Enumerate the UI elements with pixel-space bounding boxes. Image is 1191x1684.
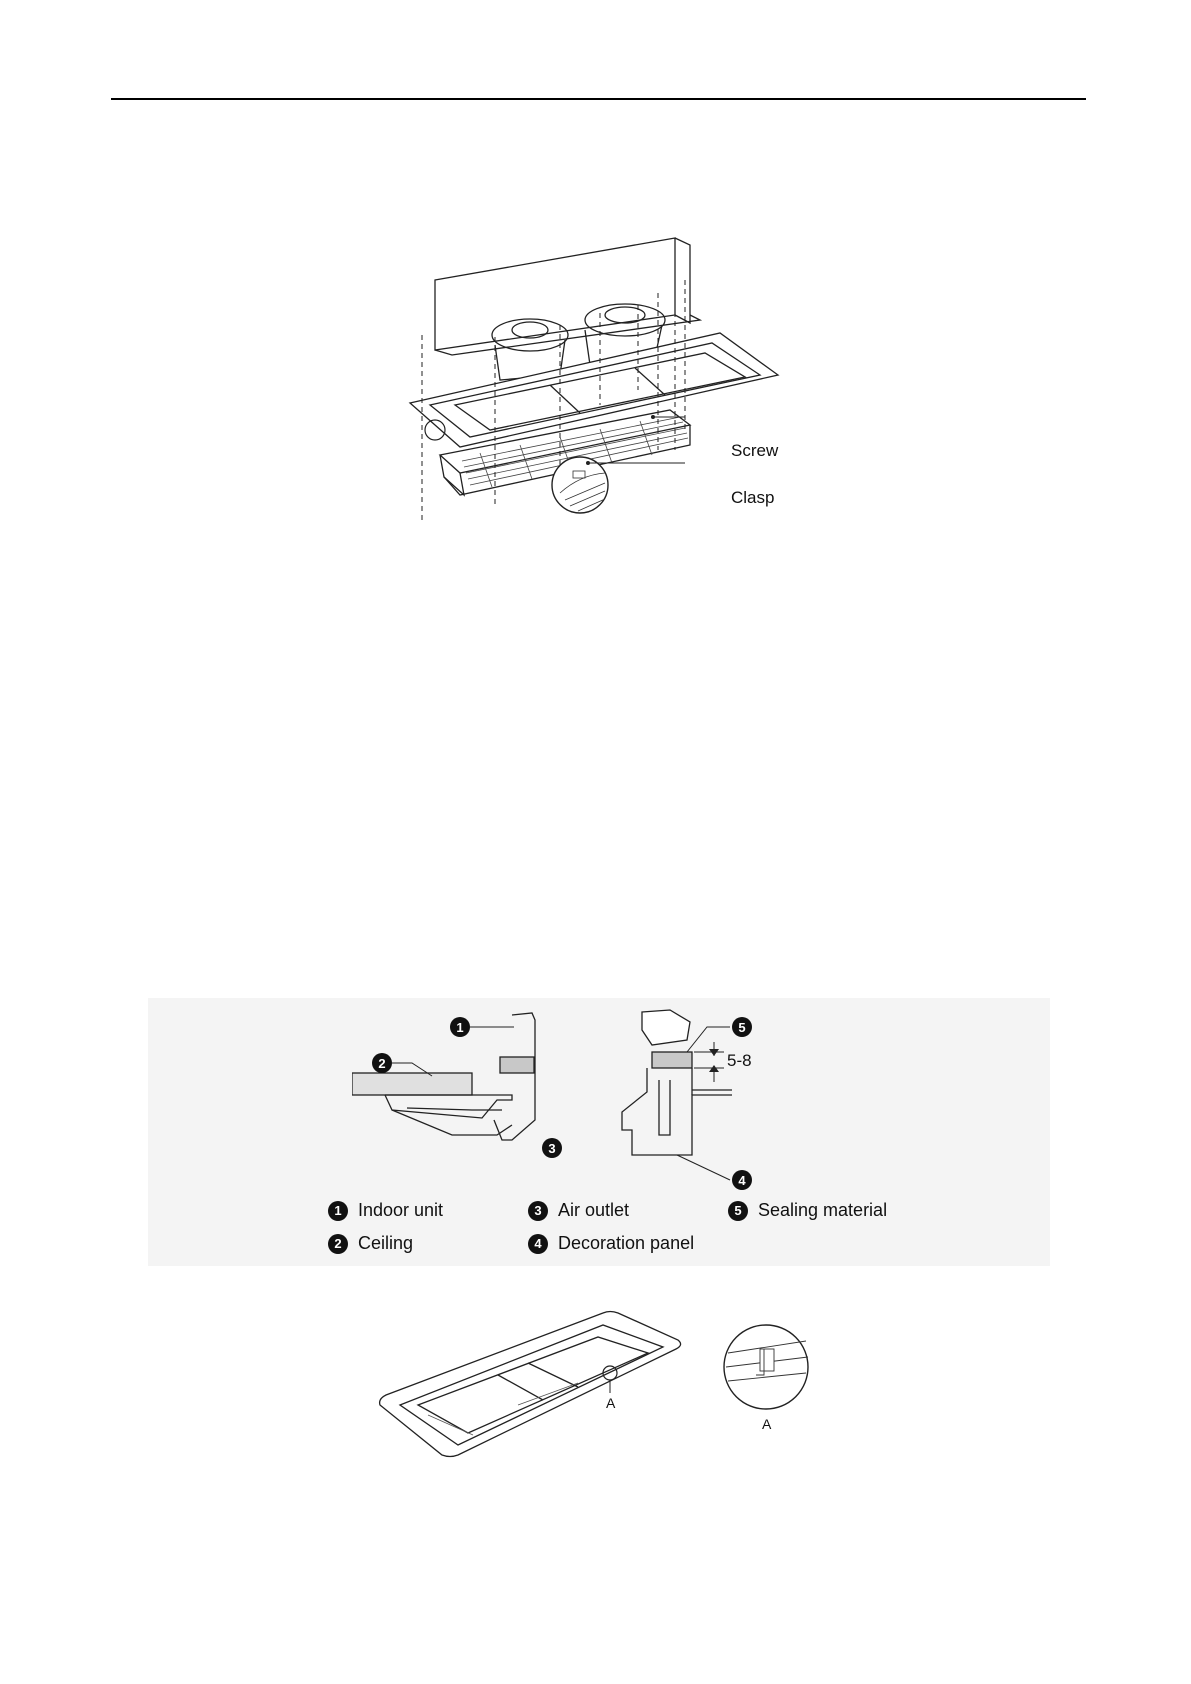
legend-item-ceiling: 2 Ceiling (328, 1233, 413, 1254)
legend-number-3: 3 (528, 1201, 548, 1221)
callout-1-marker: 1 (450, 1017, 470, 1037)
legend-number-1: 1 (328, 1201, 348, 1221)
panel-detail-illustration: A A (378, 1305, 818, 1465)
clasp-label: Clasp (731, 488, 774, 507)
callout-1-number: 1 (456, 1020, 463, 1035)
header-rule (111, 98, 1086, 100)
callout-2-marker: 2 (372, 1053, 392, 1073)
callout-3-number: 3 (548, 1141, 555, 1156)
legend-item-air-outlet: 3 Air outlet (528, 1200, 629, 1221)
panel-installation-figure: Screw Clasp (400, 225, 820, 560)
callout-2-number: 2 (378, 1056, 385, 1071)
legend-label-ceiling: Ceiling (358, 1233, 413, 1254)
legend-label-sealing-material: Sealing material (758, 1200, 887, 1221)
callout-3-marker: 3 (542, 1138, 562, 1158)
legend-label-air-outlet: Air outlet (558, 1200, 629, 1221)
legend-label-decoration-panel: Decoration panel (558, 1233, 694, 1254)
legend-label-indoor-unit: Indoor unit (358, 1200, 443, 1221)
legend-item-indoor-unit: 1 Indoor unit (328, 1200, 443, 1221)
screw-label: Screw (731, 441, 778, 460)
dimension-label: 5-8 (727, 1051, 752, 1070)
sealing-cross-section-illustration: 1 2 3 4 5 5-8 (352, 1000, 812, 1190)
detail-a-label: A (762, 1416, 772, 1432)
panel-installation-illustration (400, 225, 820, 560)
legend-number-5: 5 (728, 1201, 748, 1221)
detail-marker-label: A (606, 1395, 616, 1411)
legend-number-2: 2 (328, 1234, 348, 1254)
callout-4-marker: 4 (732, 1170, 752, 1190)
callout-5-marker: 5 (732, 1017, 752, 1037)
detail-a-magnified (724, 1325, 808, 1409)
legend-item-decoration-panel: 4 Decoration panel (528, 1233, 694, 1254)
legend-item-sealing-material: 5 Sealing material (728, 1200, 887, 1221)
callout-5-number: 5 (738, 1020, 745, 1035)
callout-4-number: 4 (738, 1173, 746, 1188)
sealing-cross-section-figure: 1 2 3 4 5 5-8 (352, 1000, 812, 1190)
legend-number-4: 4 (528, 1234, 548, 1254)
panel-detail-figure: A A (378, 1305, 818, 1465)
